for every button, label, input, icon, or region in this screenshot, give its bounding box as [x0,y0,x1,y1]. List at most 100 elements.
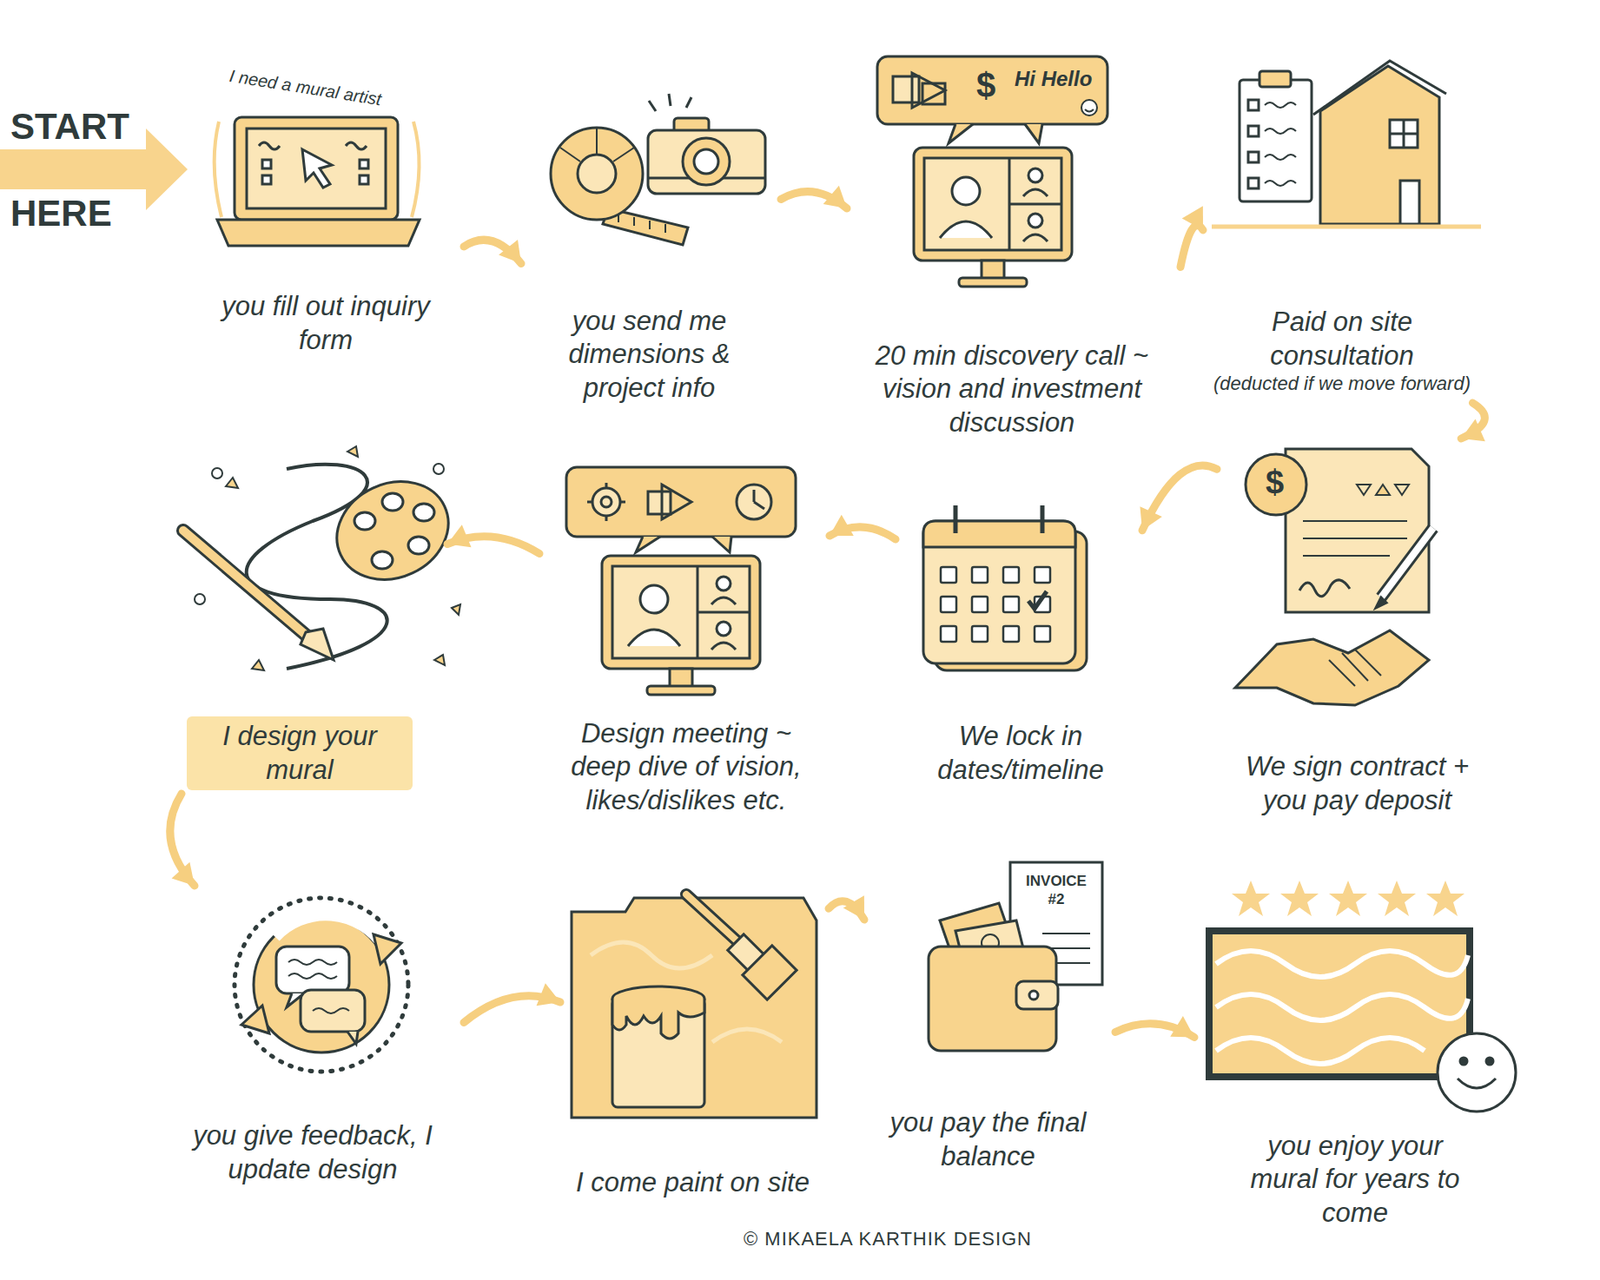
process-step: Design meeting ~ deep dive of vision, li… [542,464,830,821]
laptop-icon [359,159,369,169]
tape-camera-icon [550,127,643,220]
paint-icon [686,894,739,943]
video-call-icon [912,72,946,108]
finished-mural-icon [1460,1057,1468,1065]
laptop-icon [234,117,398,220]
greeting-text: Hi Hello [1014,67,1092,91]
design-icon [211,468,223,479]
design-meeting-icon [712,536,732,553]
process-step: We lock in dates/timeline [899,495,1143,791]
arrow-head [843,895,865,920]
design-icon [371,551,393,569]
step-caption: We lock in dates/timeline [899,716,1143,791]
arrow-line [1180,224,1204,267]
step-caption: you fill out inquiry form [195,286,457,361]
arrow-head [498,239,522,265]
house-icon [1211,60,1481,227]
paint-icon [742,945,797,1000]
laptop-icon [258,142,367,150]
calendar-icon [953,505,959,534]
flow-arrow [829,515,896,540]
arrow-head [447,524,472,548]
video-call-icon [877,56,1108,125]
design-icon [382,493,404,511]
paint-icon [612,998,705,1108]
design-meeting-icon [635,536,661,553]
video-call-icon [877,56,1108,287]
step-text: you pay the final balance [869,1106,1107,1174]
laptop-icon [359,175,369,185]
video-call-icon [948,124,973,144]
arrow-head [536,983,561,1006]
step-text: We sign contract + you pay deposit [1225,750,1489,818]
design-icon [183,530,313,642]
flow-arrow [780,185,847,209]
process-step: you send me dimensions & project info [521,86,778,409]
feedback-icon [253,917,390,1053]
finished-mural-icon [1457,1078,1496,1089]
step-text: Paid on site consultation [1212,305,1472,373]
design-meeting-icon [601,496,612,508]
process-step: 20 min discovery call ~ vision and inves… [846,52,1177,443]
laptop-icon [411,121,420,218]
house-icon [1389,119,1418,148]
video-call-icon [1084,109,1094,113]
step-caption: you send me dimensions & project info [525,301,774,409]
start-label: START HERE [10,83,141,258]
arrow-head [1139,506,1162,531]
house-icon [1248,99,1259,111]
feedback-icon [276,916,383,947]
feedback-icon [312,1008,350,1014]
flow-arrow [1115,1016,1195,1039]
design-icon [433,463,444,475]
dollar-sign: $ [976,67,996,103]
process-step: Paid on site consultation(deducted if we… [1203,60,1481,400]
finished-mural-icon [1216,951,1468,1065]
design-icon [413,503,435,522]
invoice-label: INVOICE #2 [1021,872,1091,910]
design-icon [320,463,464,598]
laptop-icon [262,175,272,185]
tape-camera-icon [577,154,616,193]
paint-icon [686,894,739,943]
flow-arrow [1461,403,1486,442]
design-meeting-icon [566,467,796,537]
tape-camera-icon [560,127,635,162]
design-meeting-icon [736,484,772,520]
process-step: I come paint on site [560,868,826,1204]
design-meeting-icon [566,467,796,695]
finished-mural-icon [1209,931,1470,1078]
step-note: (deducted if we move forward) [1212,372,1472,397]
laptop-icon [217,219,420,246]
flow-arrow [170,793,195,886]
contract-icon [1381,528,1434,598]
contract-icon [1381,528,1434,598]
calendar-icon [1028,591,1047,609]
finished-mural-icon [1280,880,1319,917]
laptop-icon [246,128,386,209]
tape-camera-icon [682,138,730,186]
design-meeting-icon [753,489,765,510]
inquiry-note: I need a mural artist [227,66,383,110]
step-text: you give feedback, I update design [170,1119,456,1187]
feedback-icon [347,1031,358,1045]
step-caption: I design your mural [186,716,413,791]
contract-icon [1299,580,1350,597]
flow-arrow [463,983,561,1023]
arrow-head [1170,1016,1195,1039]
laptop-icon [302,149,332,188]
payment-icon [928,946,1057,1052]
video-call-icon [892,76,920,103]
dollar-sign: $ [1265,465,1284,499]
design-icon [300,628,334,661]
feedback-icon [234,898,409,1072]
design-meeting-icon [647,491,671,515]
payment-icon [928,862,1103,1052]
flow-arrow [828,895,865,920]
paint-icon [571,898,817,1118]
design-meeting-icon [661,484,692,520]
house-icon [1389,119,1418,148]
house-icon [1248,125,1259,137]
laptop-icon [214,117,420,246]
